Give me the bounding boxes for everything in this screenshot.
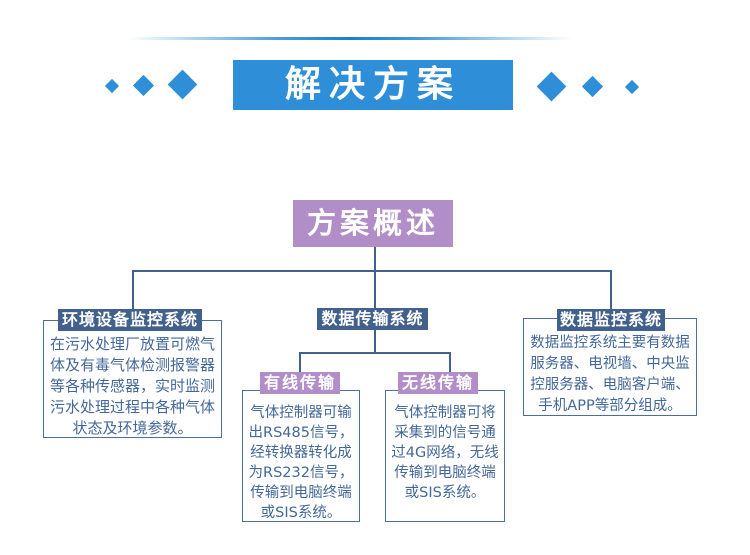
body-line: 体及有毒气体检测报警器 [49,356,215,374]
body-line: 传输到电脑终端 [250,485,352,501]
branch-header-wireless: 无线传输 [398,372,478,394]
connector-drop-wireless [449,352,451,373]
body-line: 状态及环境参数。 [72,419,193,437]
branch-body-wireless: 气体控制器可将 采集到的信号通 过4G网络，无线 传输到电脑终端 或SIS系统。 [385,390,505,522]
connector-drop-wired [299,352,301,373]
overview-title-box: 方案概述 [293,200,453,247]
body-line: 采集到的信号通 [394,425,496,441]
connector-drop-env [132,270,134,310]
body-line: 或SIS系统。 [404,485,486,501]
branch-body-monitor: 数据监控系统主要有数据 服务器、电视墙、中央监 控服务器、电脑客户端、 手机AP… [523,318,697,416]
body-line: 气体控制器可将 [394,405,496,421]
body-line: 在污水处理厂放置可燃气 [49,335,215,353]
diamond-icon [104,78,120,94]
body-line: 数据监控系统主要有数据 [530,335,690,351]
diamond-icon [581,75,604,98]
connector-drop-transmission [374,270,376,308]
body-line: 传输到电脑终端 [394,465,496,481]
branch-header-wired: 有线传输 [260,372,340,394]
branch-header-transmission: 数据传输系统 [317,308,428,330]
diamond-icon [624,79,640,95]
body-line: 或SIS系统。 [260,505,342,521]
connector-root-vertical [374,247,376,270]
body-line: 控服务器、电脑客户端、 [530,377,690,393]
connector-sub-horizontal [300,352,450,354]
branch-body-wired: 气体控制器可输 出RS485信号， 经转换器转化成 为RS232信号， 传输到电… [242,390,360,522]
connector-main-horizontal [133,270,611,272]
connector-drop-monitor [610,270,612,310]
body-line: 为RS232信号， [248,465,354,481]
body-line: 经转换器转化成 [250,445,352,461]
body-line: 气体控制器可输 [250,405,352,421]
body-line: 污水处理过程中各种气体 [49,398,215,416]
diamond-icon [536,71,567,102]
branch-header-monitor: 数据监控系统 [557,309,665,331]
body-line: 过4G网络，无线 [391,445,499,461]
body-line: 服务器、电视墙、中央监 [530,356,690,372]
diamond-icon [132,74,155,97]
decor-gradient-line [128,37,572,40]
connector-transmission-vertical [374,329,376,353]
body-line: 出RS485信号， [248,425,354,441]
diamond-icon [167,69,198,100]
body-line: 手机APP等部分组成。 [538,398,682,414]
page-title-banner: 解决方案 [233,60,513,110]
body-line: 等各种传感器，实时监测 [49,377,215,395]
branch-header-env: 环境设备监控系统 [58,309,202,331]
branch-body-env: 在污水处理厂放置可燃气 体及有毒气体检测报警器 等各种传感器，实时监测 污水处理… [43,320,222,438]
